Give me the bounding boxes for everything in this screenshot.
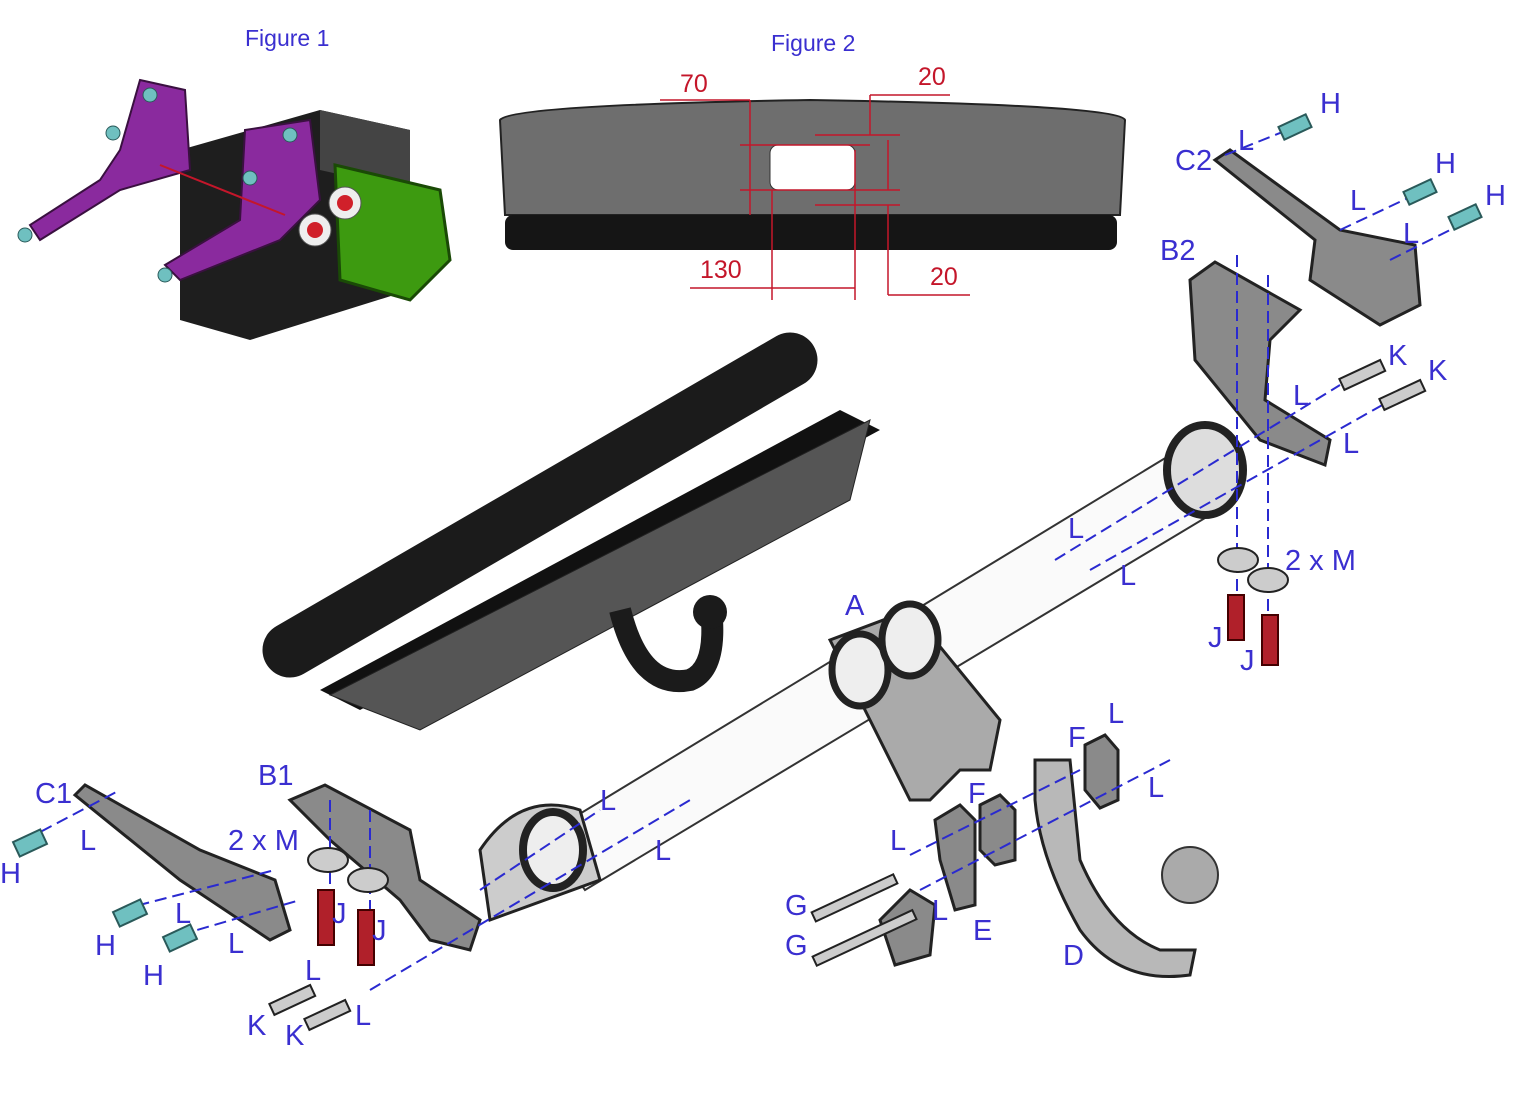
part-label: L	[80, 825, 97, 857]
part-label: L	[1343, 428, 1360, 460]
figure-1-caption: Figure 1	[245, 25, 330, 51]
dimension-label: 70	[680, 70, 708, 98]
part-label: L	[1148, 772, 1165, 804]
part-label: L	[890, 825, 907, 857]
ball-neck	[1033, 758, 1197, 979]
part-label: G	[785, 890, 808, 922]
crossbar-tube	[478, 421, 1247, 923]
part-label: L	[1068, 513, 1085, 545]
part-label: K	[1428, 355, 1448, 387]
part-label: H	[1485, 180, 1506, 212]
figure1-illustration	[17, 78, 452, 340]
part-label: L	[1120, 560, 1137, 592]
part-label: L	[1238, 125, 1255, 157]
part-label: L	[355, 1000, 372, 1032]
tow-ball	[1161, 846, 1219, 904]
figure2-bumper	[498, 94, 1127, 300]
part-label: J	[1240, 645, 1255, 677]
part-label: D	[1063, 940, 1084, 972]
dimension-label: 20	[918, 63, 946, 91]
part-label: H	[1435, 148, 1456, 180]
part-label: L	[1108, 698, 1125, 730]
part-label: 2 x M	[1285, 545, 1356, 577]
dimension-label: 130	[700, 256, 742, 284]
part-label: C2	[1175, 145, 1213, 177]
part-label: H	[95, 930, 116, 962]
part-label: L	[1293, 380, 1310, 412]
part-label: C1	[35, 778, 73, 810]
part-label: L	[175, 898, 192, 930]
brackets	[72, 148, 1422, 967]
part-label: G	[785, 930, 808, 962]
part-label: L	[1350, 185, 1367, 217]
part-label: F	[968, 778, 986, 810]
part-label: A	[845, 590, 865, 622]
part-label: J	[372, 915, 387, 947]
part-label: F	[1068, 722, 1086, 754]
assembled-towbar	[262, 332, 880, 731]
part-label: L	[1403, 218, 1420, 250]
part-label: 2 x M	[228, 825, 299, 857]
part-label: J	[332, 898, 347, 930]
part-label: L	[655, 835, 672, 867]
part-label: H	[143, 960, 164, 992]
part-label: K	[285, 1020, 305, 1052]
part-label: J	[1208, 622, 1223, 654]
part-label: K	[1388, 340, 1408, 372]
part-label: L	[600, 785, 617, 817]
part-label: L	[228, 928, 245, 960]
part-label: E	[973, 915, 993, 947]
part-label: H	[1320, 88, 1341, 120]
part-label: H	[0, 858, 21, 890]
dimension-label: 20	[930, 263, 958, 291]
figure-2-caption: Figure 2	[771, 30, 856, 56]
part-label: K	[247, 1010, 267, 1042]
part-label: B1	[258, 760, 294, 792]
bolts	[11, 112, 1483, 1032]
part-label: L	[932, 895, 949, 927]
part-label: B2	[1160, 235, 1196, 267]
part-label: L	[305, 955, 322, 987]
